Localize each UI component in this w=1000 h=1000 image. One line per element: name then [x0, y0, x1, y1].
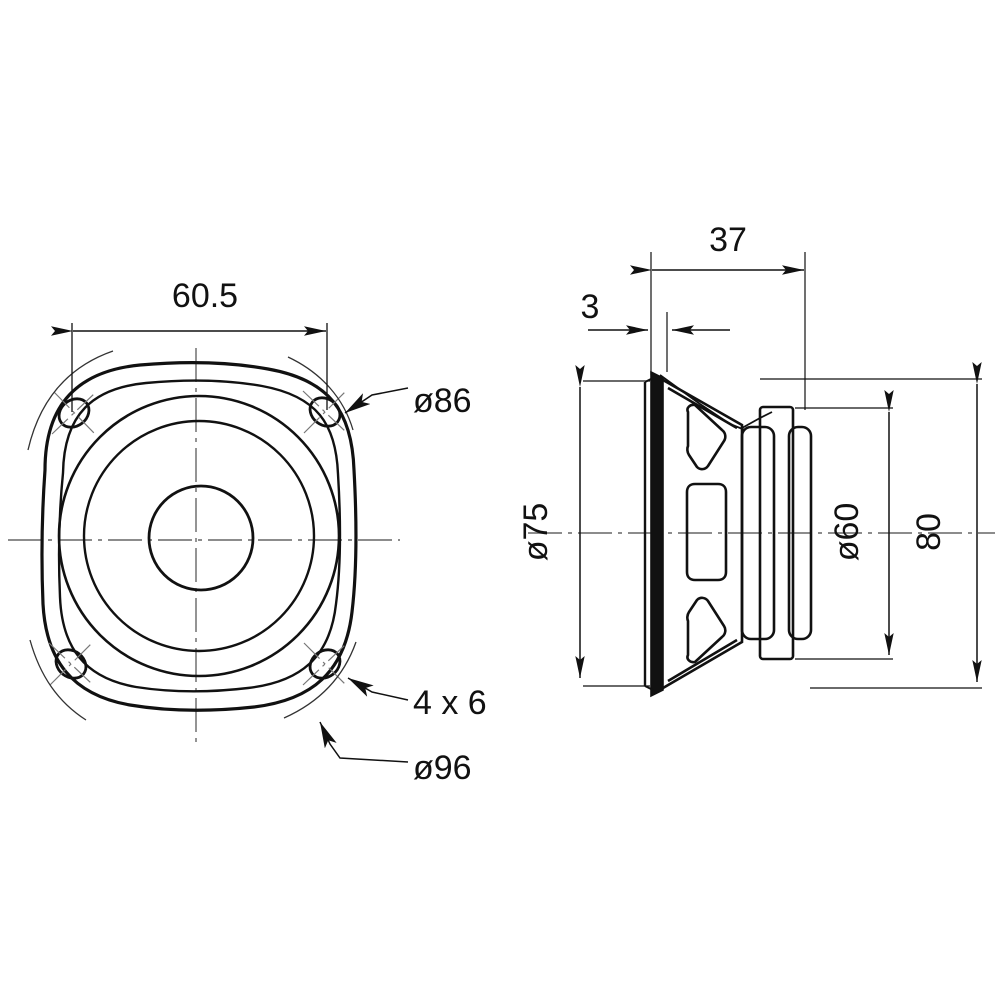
front-view-centerlines — [8, 348, 400, 742]
front-view — [8, 323, 409, 763]
dimension-label-80: 80 — [910, 513, 948, 551]
dimension-label-d75: ø75 — [517, 503, 555, 562]
side-view — [528, 252, 995, 698]
leader-d86 — [344, 387, 409, 414]
dimension-magnet-diameter — [795, 390, 894, 660]
side-basket-detail-lines — [659, 374, 773, 431]
basket-window-middle — [685, 482, 728, 582]
leader-d96 — [319, 721, 409, 763]
basket-window-top — [686, 403, 727, 471]
dimension-labels: 60.5 ø86 4 x 6 ø96 37 3 ø75 ø60 80 — [172, 221, 948, 787]
dimension-label-d86: ø86 — [413, 382, 472, 420]
mounting-hole-bottom-left — [48, 642, 94, 686]
front-surround-circle — [57, 394, 341, 678]
front-frame-outer — [40, 361, 358, 712]
side-basket-windows — [685, 403, 728, 664]
dimension-label-d60: ø60 — [828, 503, 866, 562]
basket-window-bottom — [686, 596, 727, 664]
side-basket-outline — [662, 378, 744, 690]
mounting-hole-bottom-right — [302, 642, 348, 686]
magnet-pole-plate — [740, 425, 776, 641]
magnet-back-plate — [787, 425, 813, 641]
dimension-bolt-spacing — [51, 323, 328, 412]
mounting-hole-top-right — [302, 390, 348, 434]
dimension-label-3: 3 — [581, 288, 600, 326]
magnet-body — [758, 405, 795, 661]
dimension-frame-height — [760, 362, 982, 689]
side-flange — [643, 370, 664, 698]
front-mounting-holes — [48, 390, 348, 686]
side-magnet-assembly — [740, 405, 813, 661]
dimension-flange-thickness — [588, 312, 730, 372]
front-frame-inner-ring — [57, 379, 342, 693]
leader-4x6 — [347, 677, 409, 701]
mounting-hole-top-left — [51, 391, 97, 435]
front-bolt-circle-arcs — [27, 350, 357, 721]
dimension-depth — [630, 252, 806, 410]
dimension-label-d96: ø96 — [413, 749, 472, 787]
front-cone-circle — [82, 419, 316, 653]
dimension-cone-diameter — [575, 365, 650, 687]
dimension-label-60-5: 60.5 — [172, 277, 238, 315]
front-dustcap-circle — [147, 484, 255, 592]
dimension-label-37: 37 — [709, 221, 747, 259]
dimension-label-4x6: 4 x 6 — [413, 684, 487, 722]
